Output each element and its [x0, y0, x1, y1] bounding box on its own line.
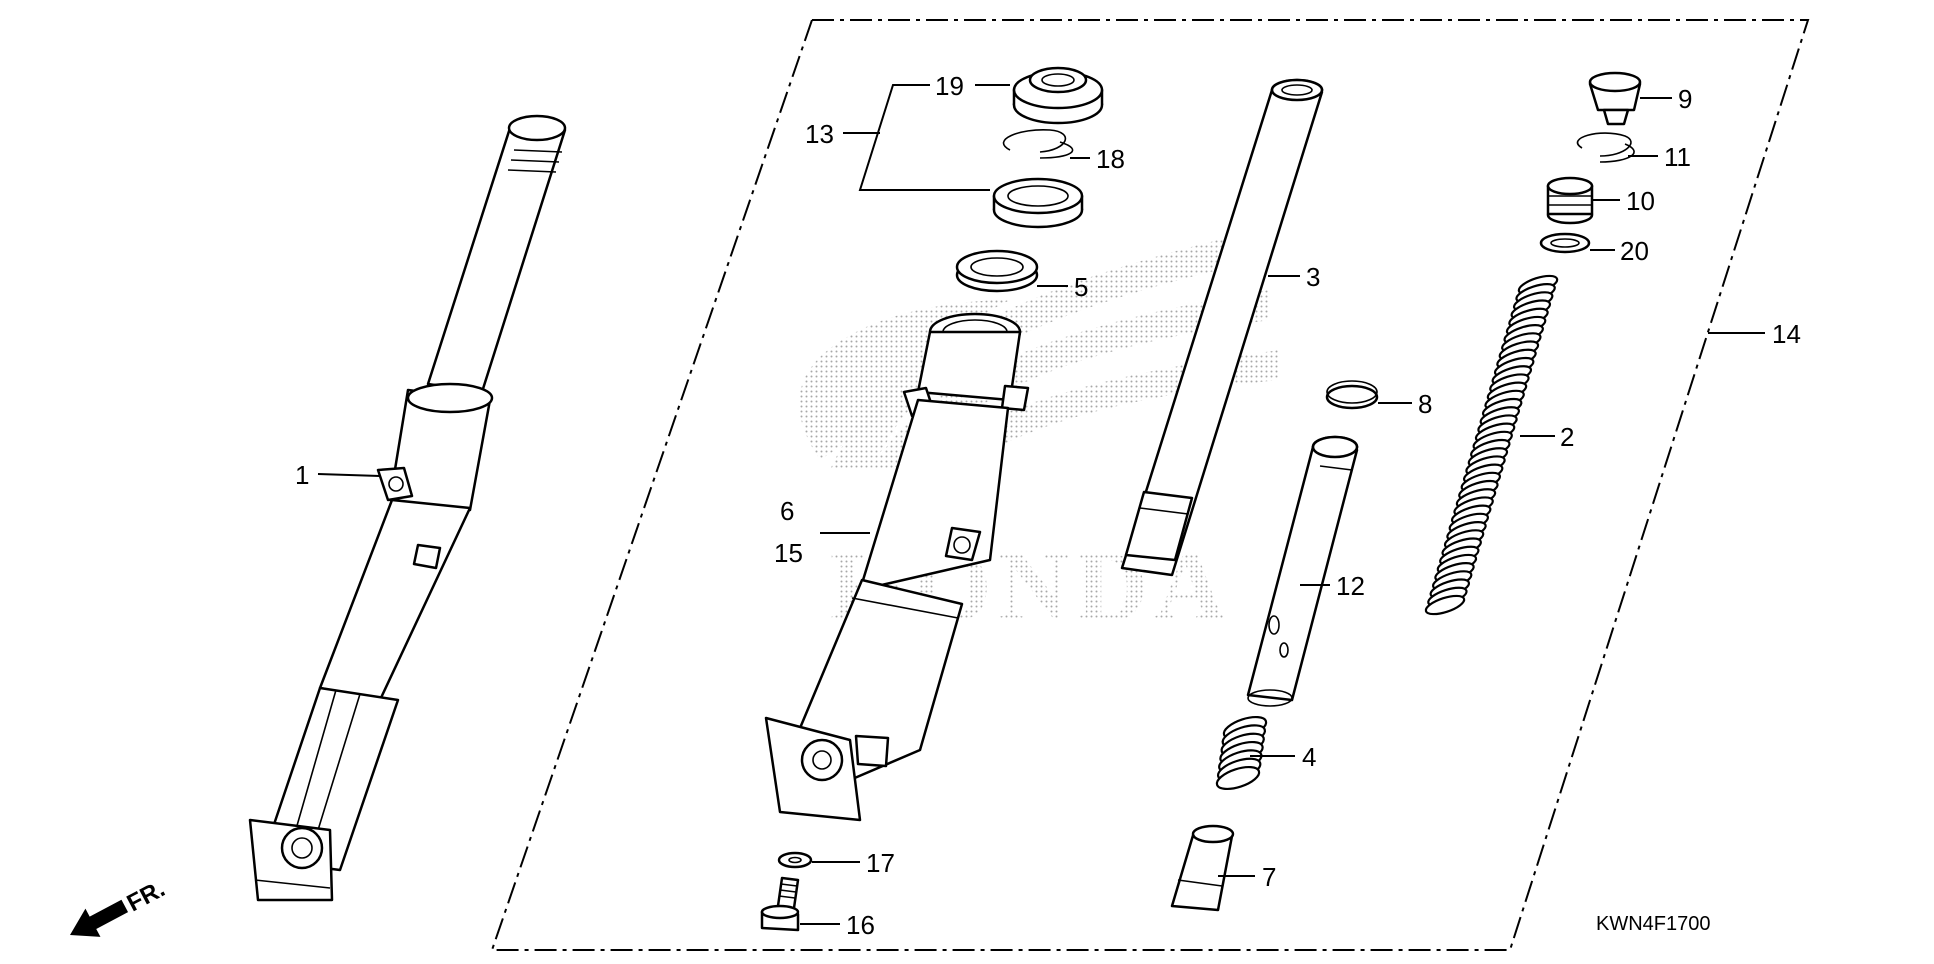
callout-11: 11	[1664, 142, 1691, 172]
callout-16: 16	[846, 910, 875, 940]
front-direction-arrow-icon: FR.	[70, 875, 170, 937]
spring-seat-part[interactable]	[1546, 176, 1594, 225]
oil-seal-part[interactable]	[955, 249, 1039, 293]
o-ring-part[interactable]	[1539, 232, 1591, 254]
callout-4: 4	[1302, 742, 1316, 772]
stopper-ring-part[interactable]	[1002, 129, 1074, 159]
spring-coil	[1215, 765, 1261, 791]
callout-15: 15	[774, 538, 803, 568]
callout-20: 20	[1620, 236, 1649, 266]
rebound-spring-part[interactable]	[1214, 713, 1268, 794]
callout-10: 10	[1626, 186, 1655, 216]
dust-seal-part[interactable]	[1012, 66, 1104, 125]
diagram-code: KWN4F1700	[1596, 913, 1711, 935]
circlip-part[interactable]	[1576, 132, 1635, 163]
callout-13: 13	[805, 119, 834, 149]
callout-19: 19	[935, 71, 964, 101]
fork-assembly-part[interactable]	[248, 114, 567, 902]
fork-spring-part[interactable]	[1424, 272, 1559, 618]
fork-bolt-part[interactable]	[1588, 71, 1642, 126]
front-direction-label: FR.	[123, 875, 170, 917]
spring-coil	[1424, 594, 1466, 616]
piston-ring-part[interactable]	[1325, 380, 1379, 410]
callout-labels: 1 2 3 4 5 6 7 8 9 10 11 12 13 14 15 16 1…	[295, 71, 1801, 940]
callout-7: 7	[1262, 862, 1276, 892]
callout-9: 9	[1678, 84, 1692, 114]
callout-14: 14	[1772, 319, 1801, 349]
fork-pipe-part[interactable]	[1120, 78, 1324, 577]
callout-17: 17	[866, 848, 895, 878]
leader-lines	[317, 84, 1765, 925]
socket-bolt-part[interactable]	[760, 876, 800, 932]
collar-part[interactable]	[1170, 824, 1235, 912]
kit-boundary	[490, 19, 1810, 951]
slide-bushing-part[interactable]	[992, 177, 1084, 229]
callout-5: 5	[1074, 272, 1088, 302]
callout-1: 1	[295, 460, 309, 490]
fork-piston-part[interactable]	[1246, 435, 1359, 707]
callout-3: 3	[1306, 262, 1320, 292]
callout-8: 8	[1418, 389, 1432, 419]
callout-6: 6	[780, 496, 794, 526]
callout-18: 18	[1096, 144, 1125, 174]
fork-slider-part[interactable]	[764, 312, 1030, 822]
washer-part[interactable]	[777, 851, 813, 869]
callout-2: 2	[1560, 422, 1574, 452]
callout-12: 12	[1336, 571, 1365, 601]
